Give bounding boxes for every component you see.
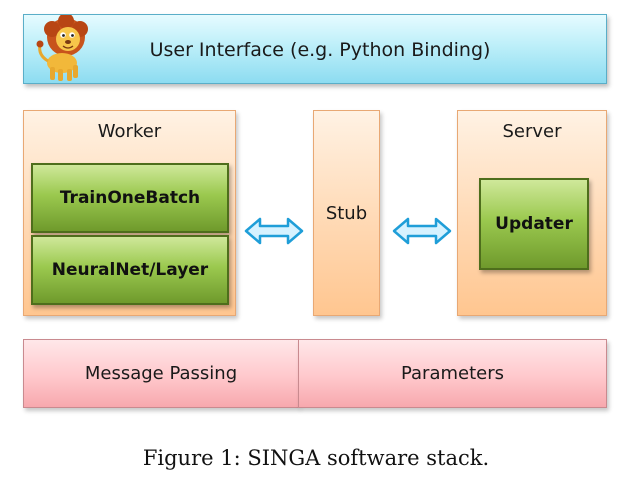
stub-panel: Stub <box>313 110 380 316</box>
bidirectional-arrow-icon <box>392 217 452 245</box>
updater-module: Updater <box>479 178 589 270</box>
stub-label: Stub <box>325 203 368 224</box>
server-panel: Server Updater <box>457 110 607 316</box>
user-interface-label: User Interface (e.g. Python Binding) <box>149 39 491 61</box>
figure-caption: Figure 1: SINGA software stack. <box>142 446 490 470</box>
bidirectional-arrow-icon <box>244 217 304 245</box>
message-passing-box: Message Passing <box>23 339 299 408</box>
neuralnet-layer-module: NeuralNet/Layer <box>31 235 229 305</box>
train-one-batch-module: TrainOneBatch <box>31 163 229 233</box>
lion-mascot-icon <box>36 15 88 81</box>
server-title: Server <box>502 121 562 142</box>
user-interface-box: User Interface (e.g. Python Binding) <box>23 14 607 84</box>
parameters-box: Parameters <box>298 339 607 408</box>
worker-title: Worker <box>97 121 162 142</box>
worker-panel: Worker TrainOneBatch NeuralNet/Layer <box>23 110 236 316</box>
